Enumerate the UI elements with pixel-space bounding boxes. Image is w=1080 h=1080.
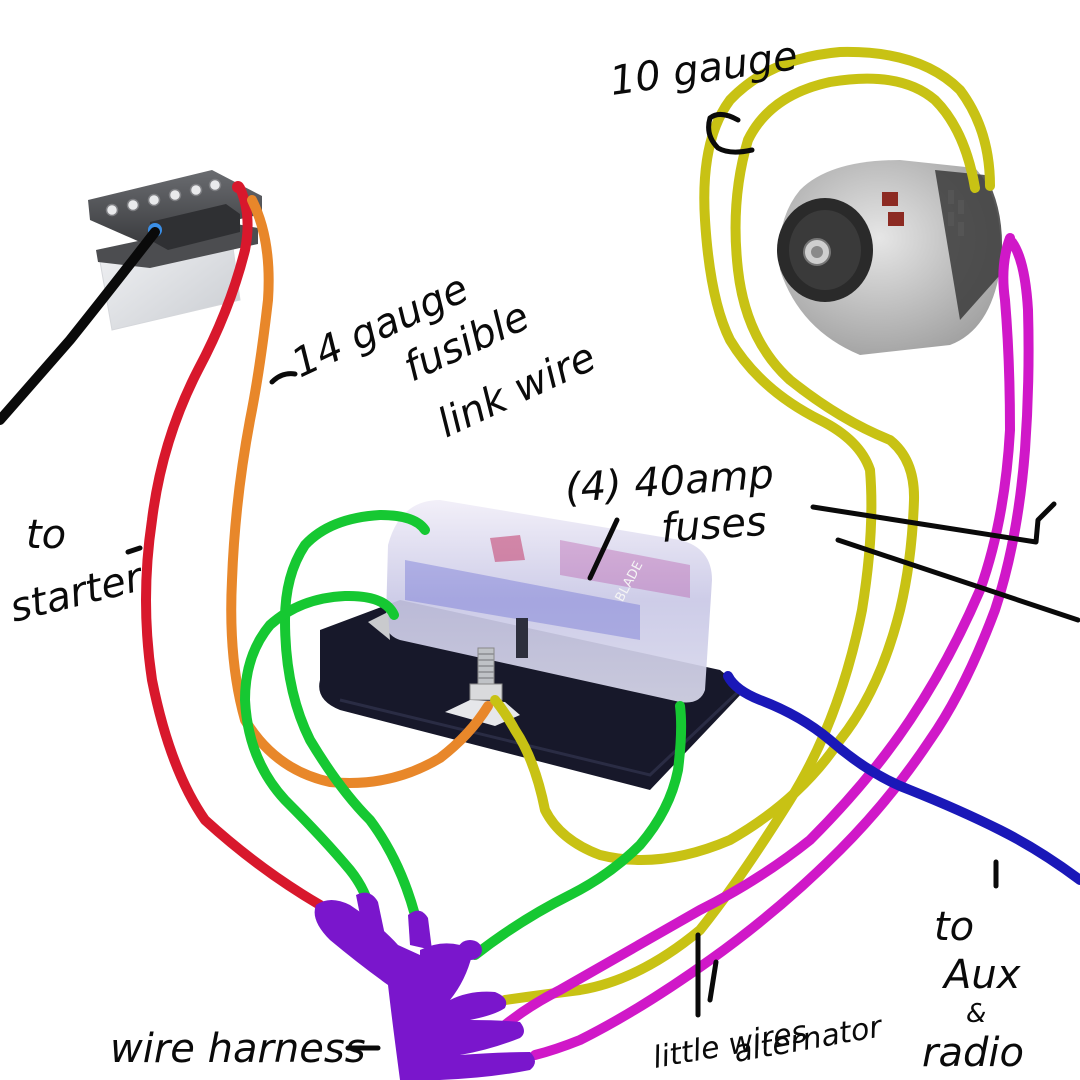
ground-wire [0, 227, 160, 425]
alternator [777, 160, 1003, 355]
label-ten-gauge: 10 gauge [607, 33, 800, 105]
alternator-windings [882, 192, 904, 226]
alternator-small-wire-1 [500, 233, 1015, 1030]
battery-cell-caps [105, 178, 222, 217]
label-to-aux-1: to [934, 904, 974, 950]
label-to-starter-1: to [26, 512, 66, 558]
label-wire-harness: wire harness [110, 1026, 366, 1072]
bracket-line-upper [810, 501, 1057, 545]
label-to-starter-2: starter [5, 554, 149, 632]
wire-harness [314, 892, 535, 1080]
fuse-feed-wire-2 [240, 590, 399, 907]
fuse-feed-wire-3 [470, 701, 687, 960]
alternator-fins [948, 190, 964, 236]
battery [88, 170, 262, 331]
label-to-aux-2: Aux [941, 952, 1021, 998]
fuses-pointer [587, 517, 620, 581]
aux-radio-wire [723, 671, 1080, 885]
label-to-aux-4: radio [922, 1030, 1024, 1076]
fuse-block: BLADE [319, 500, 745, 790]
ten-gauge-wire-inner [490, 73, 980, 865]
starter-pointer [125, 545, 143, 555]
fuse-block-base [319, 600, 745, 790]
fusible-link-wire [226, 195, 493, 788]
label-alternator: alternator [731, 1009, 886, 1070]
fusible-link-pointer [269, 371, 298, 385]
wires [0, 46, 1080, 1060]
bracket-line-lower [835, 537, 1080, 623]
alternator-small-wire-2 [530, 237, 1034, 1060]
label-fuses: fuses [659, 499, 768, 552]
ten-gauge-pointer [706, 112, 755, 155]
ten-gauge-wire-outer [500, 46, 995, 1005]
fuse-block-cover [385, 500, 712, 703]
fuse-feed-wire-1 [280, 510, 430, 920]
starter-wire [141, 183, 325, 910]
annotation-pointers [125, 112, 1080, 1051]
label-to-aux-3: & [966, 999, 986, 1029]
little-wires-pointer-b [707, 959, 719, 1003]
